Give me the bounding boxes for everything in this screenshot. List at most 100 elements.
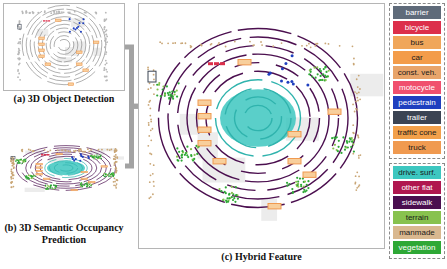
lidar-ring xyxy=(197,63,320,174)
vegetation-point xyxy=(190,155,192,157)
vegetation-point xyxy=(321,79,323,81)
legend-swatch: bus xyxy=(393,36,441,49)
vegetation-point xyxy=(110,174,112,176)
vegetation-point xyxy=(342,136,344,138)
manmade-point xyxy=(90,149,92,151)
manmade-point xyxy=(104,19,106,21)
vegetation-point xyxy=(325,79,327,81)
pedestrian-point xyxy=(74,29,76,31)
manmade-point xyxy=(114,149,116,151)
vegetation-point xyxy=(171,90,173,92)
vegetation-point xyxy=(50,185,52,187)
manmade-point xyxy=(105,51,107,53)
lidar-ring xyxy=(31,152,102,184)
vegetation-point xyxy=(80,184,82,186)
manmade-point xyxy=(104,68,106,70)
vegetation-point xyxy=(172,98,174,100)
pedestrian-point xyxy=(71,156,73,158)
lidar-ring xyxy=(59,165,73,171)
manmade-point xyxy=(190,46,192,48)
vegetation-point xyxy=(84,184,86,186)
car-box xyxy=(56,153,63,154)
vegetation-point xyxy=(325,71,327,73)
manmade-point xyxy=(114,162,116,164)
car-box xyxy=(36,164,43,165)
vegetation-point xyxy=(196,153,198,155)
manmade-point xyxy=(211,43,213,45)
vegetation-point xyxy=(344,149,346,151)
car-box xyxy=(101,166,108,167)
manmade-point xyxy=(352,45,354,47)
vegetation-point xyxy=(184,154,186,156)
vegetation-point xyxy=(50,186,52,188)
vegetation-point xyxy=(192,159,194,161)
lidar-ring xyxy=(30,13,98,77)
vegetation-point xyxy=(164,93,166,95)
manmade-point xyxy=(64,149,66,151)
manmade-point xyxy=(104,38,106,40)
figure-panel: (a) 3D Object Detection xyxy=(3,3,125,91)
lidar-ring xyxy=(16,146,116,191)
manmade-point xyxy=(26,12,28,14)
manmade-point xyxy=(147,88,149,90)
manmade-point xyxy=(17,70,19,72)
manmade-point xyxy=(152,193,154,195)
manmade-point xyxy=(150,119,152,121)
manmade-point xyxy=(74,151,76,153)
manmade-point xyxy=(106,79,108,81)
manmade-point xyxy=(148,124,150,126)
manmade-point xyxy=(56,11,58,13)
manmade-point xyxy=(115,154,117,156)
vegetation-point xyxy=(53,188,55,190)
manmade-point xyxy=(150,129,152,131)
legend-label: car xyxy=(411,53,422,62)
legend-swatch: vegetation xyxy=(393,241,441,254)
vegetation-point xyxy=(93,156,95,158)
vegetation-point xyxy=(348,140,350,142)
panel-caption: (b) 3D Semantic Occupancy Prediction xyxy=(2,222,126,246)
vegetation-point xyxy=(30,175,32,177)
legend-label: sidewalk xyxy=(402,198,433,207)
vegetation-point xyxy=(350,138,352,140)
trailer-box xyxy=(148,71,156,82)
manmade-point xyxy=(272,45,274,47)
vegetation-point xyxy=(99,156,101,158)
pedestrian-point xyxy=(78,22,80,24)
vegetation-point xyxy=(100,156,102,158)
vegetation-point xyxy=(225,186,227,188)
ground-patch xyxy=(115,156,124,159)
lidar-ring xyxy=(178,46,339,191)
vegetation-point xyxy=(21,162,23,164)
vegetation-point xyxy=(237,198,239,200)
pedestrian-point xyxy=(82,18,84,20)
vegetation-point xyxy=(228,194,230,196)
vegetation-point xyxy=(113,173,115,175)
vegetation-point xyxy=(324,66,326,68)
legend-label: const. veh. xyxy=(398,68,437,77)
vegetation-point xyxy=(22,160,24,162)
manmade-point xyxy=(11,172,13,174)
manmade-point xyxy=(98,149,100,151)
manmade-point xyxy=(106,76,108,78)
vegetation-point xyxy=(108,174,110,176)
bicycle-box xyxy=(47,154,50,156)
manmade-point xyxy=(306,45,308,47)
manmade-point xyxy=(281,42,283,44)
manmade-point xyxy=(210,44,212,46)
vegetation-point xyxy=(345,146,347,148)
car-box xyxy=(81,178,88,179)
manmade-point xyxy=(357,100,359,102)
vegetation-point xyxy=(346,140,348,142)
vegetation-point xyxy=(100,158,102,160)
lidar-ring xyxy=(54,36,74,55)
vegetation-point xyxy=(174,91,176,93)
bicycle-box xyxy=(48,20,50,21)
vegetation-point xyxy=(307,187,309,189)
manmade-point xyxy=(104,20,106,22)
legend-group: barrierbicyclebuscarconst. veh.motocycle… xyxy=(389,3,445,159)
lidar-ring xyxy=(159,28,358,207)
legend-swatch: terrain xyxy=(393,211,441,224)
vegetation-point xyxy=(96,157,98,159)
legend-group: drive. surf.other flatsidewalkterrainman… xyxy=(389,163,445,259)
manmade-point xyxy=(10,178,12,180)
